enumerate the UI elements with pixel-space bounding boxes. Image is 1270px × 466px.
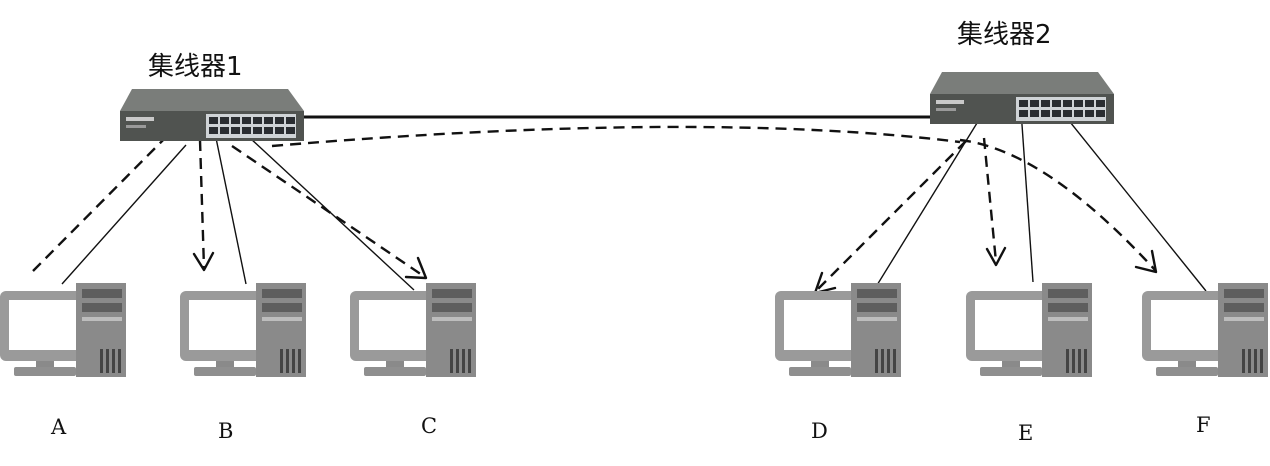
flow-hub2-to-D: [815, 140, 967, 292]
flow-hub2-to-F: [959, 138, 1156, 271]
cable-hub1-A: [61, 144, 187, 285]
hub2-label: 集线器2: [957, 20, 1052, 50]
arrow-F: [1134, 249, 1158, 274]
label-E: E: [1018, 421, 1033, 445]
hub1-label: 集线器1: [148, 52, 243, 82]
arrow-E: [985, 246, 1007, 267]
label-A: A: [50, 415, 67, 439]
flow-hub2-to-E: [982, 137, 998, 263]
computer-D: [775, 283, 901, 377]
cable-hub2-D: [873, 101, 991, 291]
computer-B: [180, 283, 306, 377]
computer-C: [350, 283, 476, 377]
flow-hub1-to-C: [231, 145, 426, 278]
cable-hub1-C: [249, 137, 415, 291]
hub1-device: [120, 89, 304, 141]
label-C: C: [421, 414, 437, 438]
label-B: B: [218, 419, 233, 443]
flow-hub1-to-hub2: [271, 125, 961, 148]
label-F: F: [1196, 413, 1211, 437]
label-D: D: [811, 419, 828, 443]
computer-E: [966, 283, 1092, 377]
arrow-C: [404, 256, 428, 280]
hub2-device: [930, 72, 1114, 124]
computer-A: [0, 283, 126, 377]
cable-hub2-F: [1061, 111, 1207, 292]
cable-hub2-E: [1019, 95, 1034, 283]
computer-F: [1142, 283, 1268, 377]
flow-hub1-to-B: [198, 139, 206, 269]
flow-A-to-hub1: [32, 120, 183, 272]
cable-hub1-B: [215, 137, 247, 285]
arrow-B: [192, 251, 215, 272]
